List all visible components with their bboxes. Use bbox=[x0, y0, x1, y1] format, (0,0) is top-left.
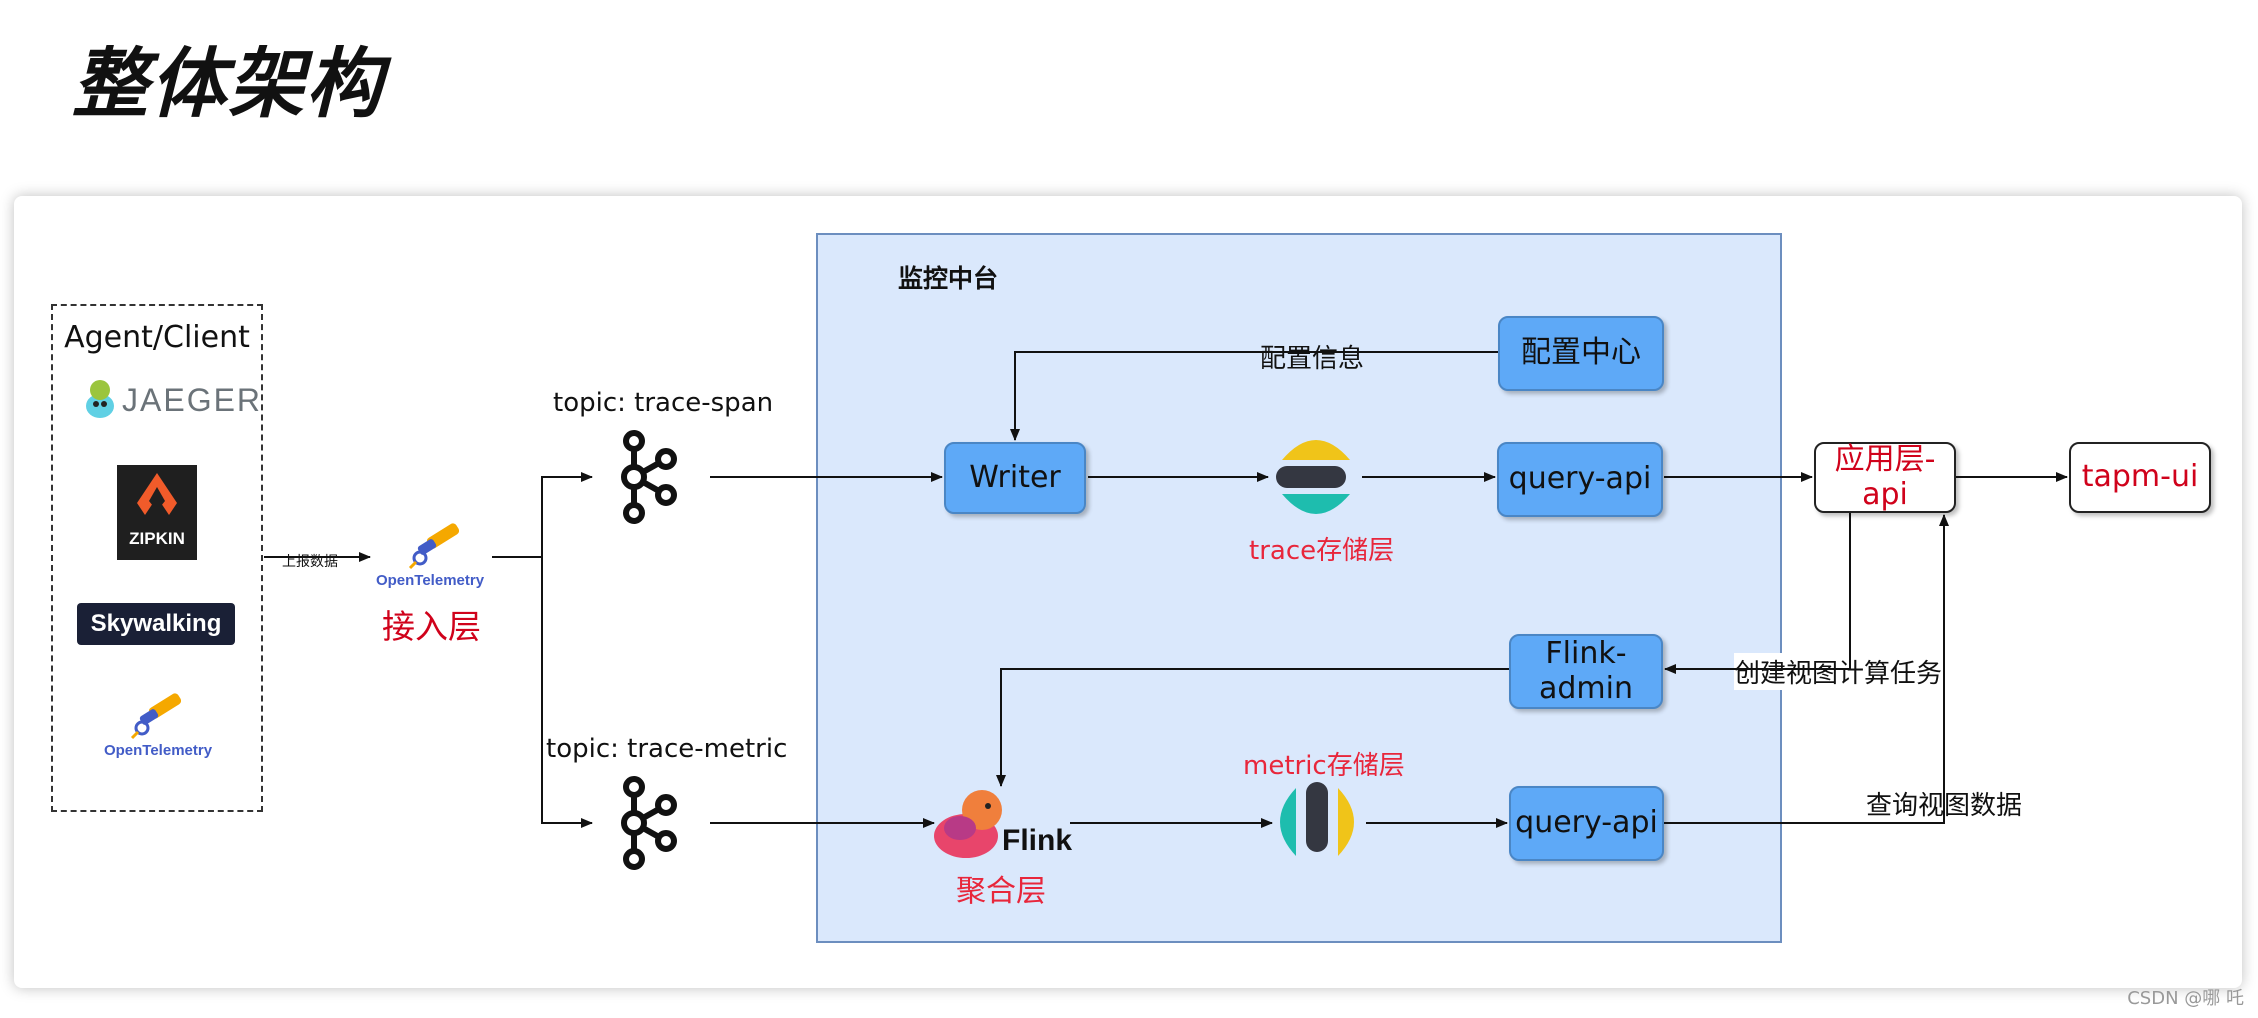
metric-storage-label: metric存储层 bbox=[1243, 751, 1405, 781]
topic-trace-span-label: topic: trace-span bbox=[553, 388, 774, 418]
query-api-bottom-box[interactable]: query-api bbox=[1509, 786, 1664, 861]
skywalking-wordmark: Skywalking bbox=[90, 610, 222, 637]
opentelemetry-ingest-logo: OpenTelemetry bbox=[368, 520, 492, 595]
elasticsearch-icon bbox=[1280, 782, 1354, 856]
app-api-box[interactable]: 应用层-api bbox=[1814, 442, 1956, 513]
query-api-top-box[interactable]: query-api bbox=[1497, 442, 1663, 517]
telescope-icon bbox=[130, 693, 182, 740]
skywalking-logo: Skywalking bbox=[77, 603, 235, 645]
flink-logo: Flink bbox=[930, 786, 1073, 862]
jaeger-logo: JAEGER bbox=[80, 376, 260, 422]
agent-client-title: Agent/Client bbox=[64, 320, 250, 355]
zipkin-logo: ZIPKIN bbox=[117, 465, 197, 560]
telescope-icon bbox=[408, 523, 460, 570]
flink-admin-box[interactable]: Flink-admin bbox=[1509, 634, 1663, 709]
platform-title: 监控中台 bbox=[898, 264, 999, 293]
aggregation-layer-label: 聚合层 bbox=[956, 874, 1046, 909]
squirrel-icon bbox=[934, 790, 1002, 858]
topic-trace-metric-label: topic: trace-metric bbox=[546, 734, 788, 764]
opentelemetry-ingest-wordmark: OpenTelemetry bbox=[375, 572, 485, 589]
config-info-label: 配置信息 bbox=[1258, 338, 1367, 375]
opentelemetry-agent-wordmark: OpenTelemetry bbox=[103, 742, 213, 759]
jaeger-wordmark: JAEGER bbox=[122, 382, 263, 418]
watermark: CSDN @哪 吒 bbox=[2127, 988, 2244, 1009]
kafka-icon bbox=[621, 776, 677, 870]
zipkin-wordmark: ZIPKIN bbox=[129, 529, 185, 548]
writer-box[interactable]: Writer bbox=[944, 442, 1086, 514]
ingest-layer-label: 接入层 bbox=[382, 607, 481, 646]
kafka-icon bbox=[621, 430, 677, 524]
create-view-task-label: 创建视图计算任务 bbox=[1734, 653, 1943, 690]
flink-wordmark: Flink bbox=[1002, 824, 1073, 857]
trace-storage-label: trace存储层 bbox=[1249, 536, 1395, 566]
zipkin-icon bbox=[137, 473, 177, 515]
tapm-ui-box[interactable]: tapm-ui bbox=[2069, 442, 2211, 513]
opentelemetry-agent-logo: OpenTelemetry bbox=[96, 690, 220, 765]
elasticsearch-icon bbox=[1276, 440, 1350, 514]
page-title: 整体架构 bbox=[72, 39, 384, 128]
jaeger-icon bbox=[86, 380, 114, 418]
config-center-box[interactable]: 配置中心 bbox=[1498, 316, 1664, 391]
